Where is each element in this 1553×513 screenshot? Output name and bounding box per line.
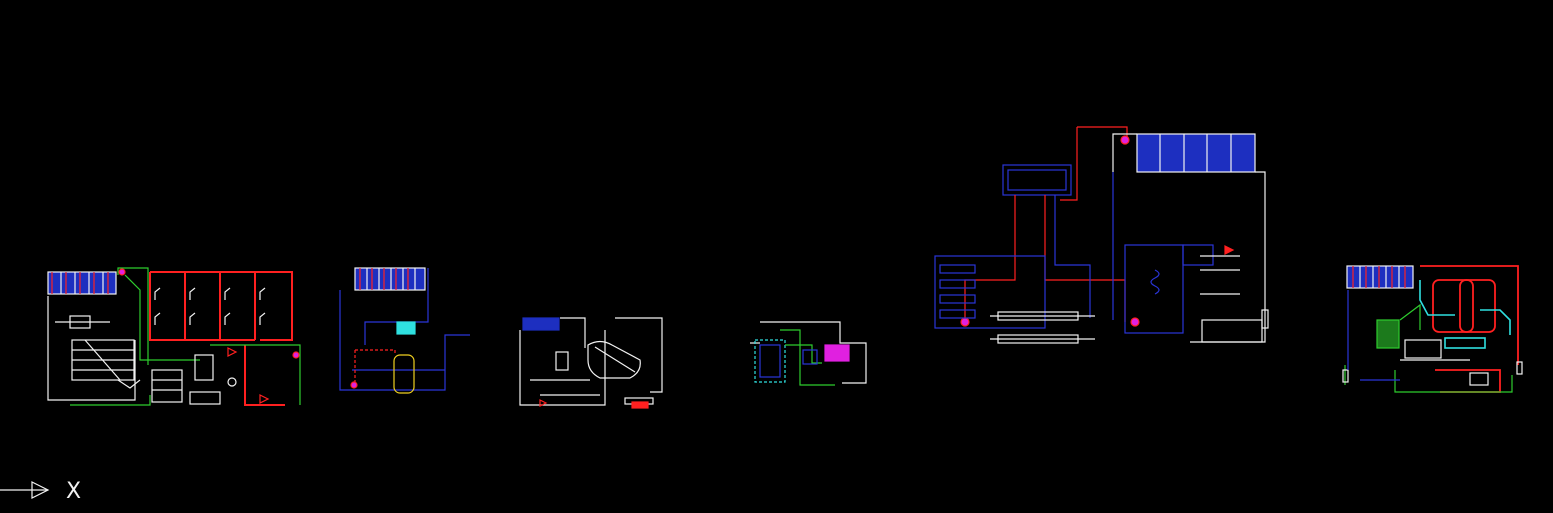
- drawing-5-piping-white: [990, 133, 1269, 344]
- drawing-1-valves: [118, 268, 300, 404]
- ucs-x-axis-arrow-icon: [0, 481, 50, 499]
- drawing-5-large-system-schematic[interactable]: [934, 126, 1269, 344]
- drawing-2-tank: [350, 321, 416, 394]
- drawing-2-collector-array: [354, 267, 426, 291]
- drawing-4-pump: [802, 349, 818, 365]
- drawing-3-collector-block: [522, 317, 560, 331]
- drawing-6-piping-green: [1344, 303, 1513, 393]
- drawing-1-equipment-white: [47, 296, 237, 405]
- drawing-5-valve-red: [1224, 245, 1235, 255]
- drawing-6-piping-cyan: [1419, 280, 1511, 349]
- drawing-3-piping-white: [519, 317, 663, 406]
- drawing-6-multi-loop-schematic[interactable]: [1342, 265, 1523, 393]
- drawing-1-collector-array: [47, 271, 117, 295]
- drawing-1-risers-white: [154, 287, 266, 325]
- drawing-1-piping-green: [70, 267, 301, 406]
- drawing-5-piping-red: [960, 126, 1140, 327]
- drawing-4-tank-cyan: [754, 339, 786, 383]
- drawing-6-collector-array: [1346, 265, 1414, 289]
- drawing-5-piping-blue: [934, 172, 1214, 334]
- drawing-3-markers: [539, 399, 649, 409]
- ucs-x-axis-label: X: [66, 479, 81, 504]
- drawing-6-piping-blue: [1347, 290, 1400, 381]
- drawing-3-heat-exchanger-schematic[interactable]: [519, 317, 663, 409]
- drawing-5-controller: [1002, 164, 1072, 196]
- drawing-5-collector-array: [1136, 133, 1256, 173]
- drawing-1-piping-red: [149, 271, 293, 406]
- drawing-1-solar-heating-schematic[interactable]: [47, 267, 301, 406]
- drawing-4-compact-schematic[interactable]: [750, 321, 867, 386]
- drawing-4-control-box: [824, 344, 850, 362]
- drawing-6-piping-white: [1342, 339, 1523, 386]
- drawing-6-piping-red: [1420, 265, 1519, 393]
- drawing-2-solar-tank-schematic[interactable]: [339, 267, 470, 394]
